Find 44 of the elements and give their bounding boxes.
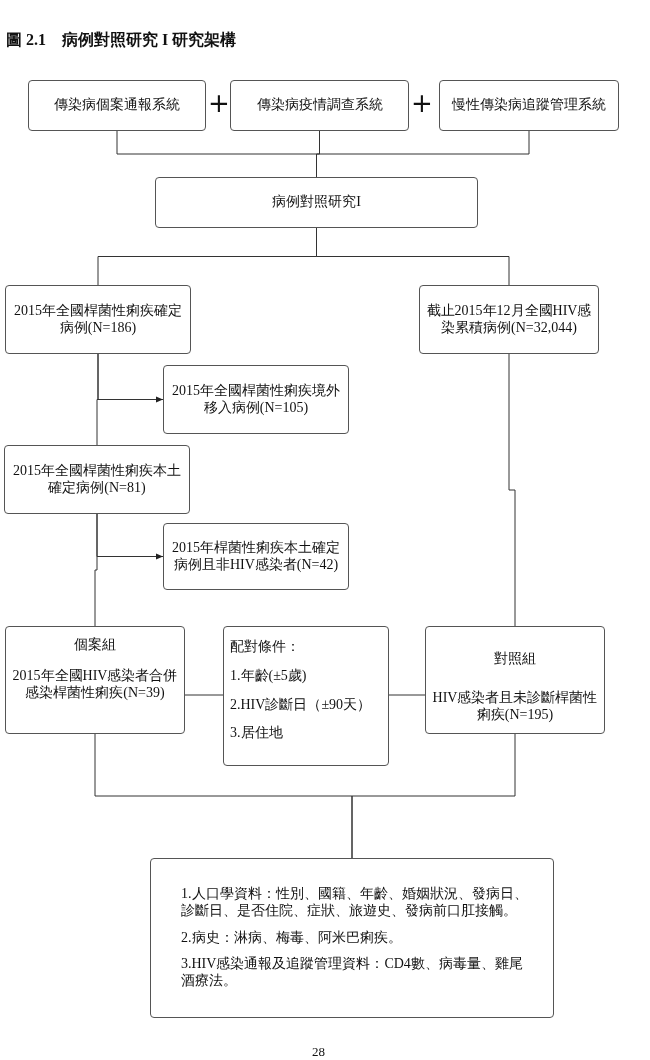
process-box [223, 626, 389, 766]
box-text: 2.病史：淋病、梅毒、阿米巴痢疾。 [181, 929, 403, 947]
process-box [163, 523, 349, 590]
box-text: 2015年全國桿菌性痢疾確定病例(N=186) [13, 302, 183, 337]
box-heading: 對照組 [493, 651, 537, 668]
connector-line [184, 694, 224, 696]
box-text: 2015年桿菌性痢疾本土確定病例且非HIV感染者(N=42) [171, 539, 341, 574]
box-heading: 個案組 [73, 637, 117, 654]
box-text: 截止2015年12月全國HIV感染累積病例(N=32,044) [425, 302, 593, 337]
connector-line [388, 694, 426, 696]
connector-line [94, 513, 98, 627]
plus-sign: + [411, 90, 433, 116]
box-text: 2.HIV診斷日（±90天） [230, 696, 373, 714]
process-box [230, 80, 409, 131]
plus-sign: + [208, 90, 230, 116]
process-box [28, 80, 206, 131]
box-text: 慢性傳染病追蹤管理系統 [450, 97, 607, 114]
box-text: 2015年全國桿菌性痢疾境外移入病例(N=105) [171, 382, 341, 417]
box-text: 2015年全國HIV感染者合併感染桿菌性痢疾(N=39) [12, 667, 178, 702]
connector-line [508, 353, 516, 627]
process-box [163, 365, 349, 434]
page-number: 28 [312, 1044, 325, 1060]
box-text: 傳染病個案通報系統 [53, 97, 181, 114]
process-box [5, 285, 191, 354]
box-text: 配對條件： [230, 639, 301, 656]
process-box [155, 177, 478, 228]
process-box [5, 626, 185, 734]
box-text: 2015年全國桿菌性痢疾本土確定病例(N=81) [12, 462, 182, 497]
connector-line [351, 733, 516, 859]
box-text: 3.HIV感染通報及追蹤管理資料：CD4數、病毒量、雞尾酒療法。 [181, 956, 524, 990]
box-text: 3.居住地 [230, 725, 284, 743]
box-text: 1.人口學資料：性別、國籍、年齡、婚姻狀況、發病日、診斷日、是否住院、症狀、旅遊史、發病前口肛接觸。 [181, 886, 529, 920]
box-text: 病例對照研究I [271, 194, 362, 211]
box-text: 1.年齡(±5歲) [230, 667, 308, 685]
box-text: HIV感染者且未診斷桿菌性痢疾(N=195) [432, 689, 598, 724]
process-box [4, 445, 190, 514]
figure-title: 圖 2.1 病例對照研究 I 研究架構 [6, 30, 237, 50]
connector-line [96, 353, 99, 446]
process-box [419, 285, 599, 354]
process-box [150, 858, 554, 1018]
connector-line [316, 227, 510, 286]
process-box [439, 80, 619, 131]
process-box [425, 626, 605, 734]
box-text: 傳染病疫情調查系統 [255, 97, 384, 114]
